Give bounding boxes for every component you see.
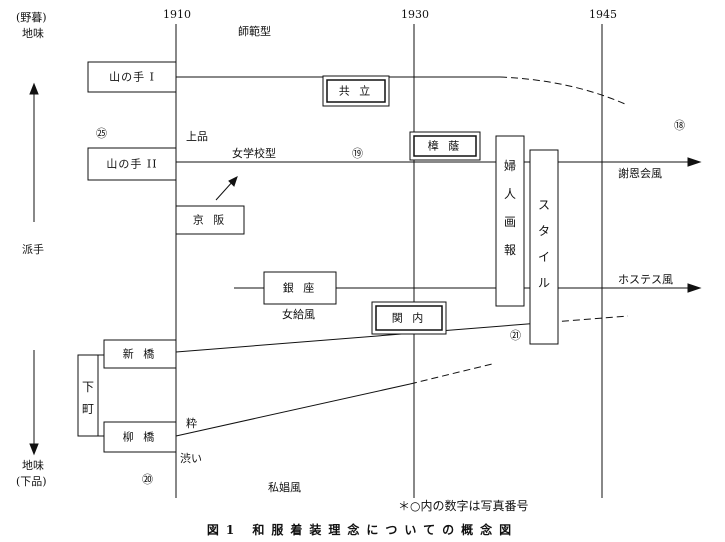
yamanote2-box xyxy=(87,147,177,181)
ginza-box xyxy=(263,271,337,305)
kyohan-arrowhead-icon xyxy=(228,176,238,187)
photo-number-25: ㉕ xyxy=(96,127,107,140)
axis-arrowhead-up-icon xyxy=(29,82,39,95)
axis-arrowhead-down-icon xyxy=(29,443,39,456)
style-label-shihan: 師範型 xyxy=(238,25,271,38)
axis-label-top-jimi: 地味 xyxy=(22,27,44,40)
photo-number-18: ⑱ xyxy=(674,119,685,132)
style-label-jogakko: 女学校型 xyxy=(232,147,276,160)
axis-label-yabo: (野暮) xyxy=(16,11,47,24)
kyohan-box xyxy=(175,205,245,235)
photo-number-19: ⑲ xyxy=(352,147,363,160)
shinbashi-label: 新 橋 xyxy=(122,347,158,361)
kyoritsu-box-inner xyxy=(326,79,386,103)
yamanote1-box xyxy=(87,61,177,93)
fujin-gaho-label: 婦人画報 xyxy=(503,159,516,257)
yanagibashi-box xyxy=(103,421,177,453)
year-label-1910: 1910 xyxy=(163,8,191,21)
ginza-arrowhead-icon xyxy=(687,283,702,293)
yamanote2-label: 山の手 II xyxy=(106,157,158,171)
marker-jouhin: 上品 xyxy=(186,130,208,143)
yanagibashi-line xyxy=(175,383,411,437)
figure-caption: 図1 和服着装理念についての概念図 xyxy=(206,523,519,537)
shinbashi-box xyxy=(103,339,177,369)
ginza-label: 銀 座 xyxy=(282,281,318,295)
style-label-shaon: 謝恩会風 xyxy=(618,167,662,180)
year-label-1945: 1945 xyxy=(589,8,617,21)
marker-shibui: 渋い xyxy=(180,452,202,465)
kyoritsu-label: 共 立 xyxy=(338,84,374,98)
shinbashi-line xyxy=(175,322,541,353)
yamanote1-label: 山の手 I xyxy=(109,70,155,84)
axis-label-gehin: (下品) xyxy=(16,475,47,488)
photo-number-20: ⑳ xyxy=(142,473,153,486)
style-box xyxy=(529,149,559,345)
shitamachi-box xyxy=(77,354,99,437)
marker-iki: 粋 xyxy=(186,417,197,430)
axis-label-bottom-jimi: 地味 xyxy=(22,459,44,472)
kan-nai-label: 関 内 xyxy=(391,311,427,325)
style-label-shien: 私娼風 xyxy=(268,481,301,494)
yanagibashi-dashed xyxy=(409,363,493,385)
yamanote1-dashed-curve xyxy=(499,76,626,105)
axis-label-hade: 派手 xyxy=(22,243,44,256)
yamanote2-arrowhead-icon xyxy=(687,157,702,167)
kyohan-label: 京 阪 xyxy=(192,213,228,227)
style-label: スタイル xyxy=(537,198,550,290)
shitamachi-label: 下町 xyxy=(81,380,94,416)
kan-nai-box-inner xyxy=(375,305,443,331)
footnote: ＊○内の数字は写真番号 xyxy=(398,499,529,513)
seisho-box-inner xyxy=(413,135,477,157)
style-label-hostess: ホステス風 xyxy=(618,273,673,286)
year-label-1930: 1930 xyxy=(401,8,429,21)
photo-number-21: ㉑ xyxy=(510,329,521,342)
style-label-joshoku: 女給風 xyxy=(282,308,315,321)
seisho-label: 樟 蔭 xyxy=(427,139,463,153)
fujin-gaho-box xyxy=(495,135,525,307)
yanagibashi-label: 柳 橋 xyxy=(122,430,158,444)
